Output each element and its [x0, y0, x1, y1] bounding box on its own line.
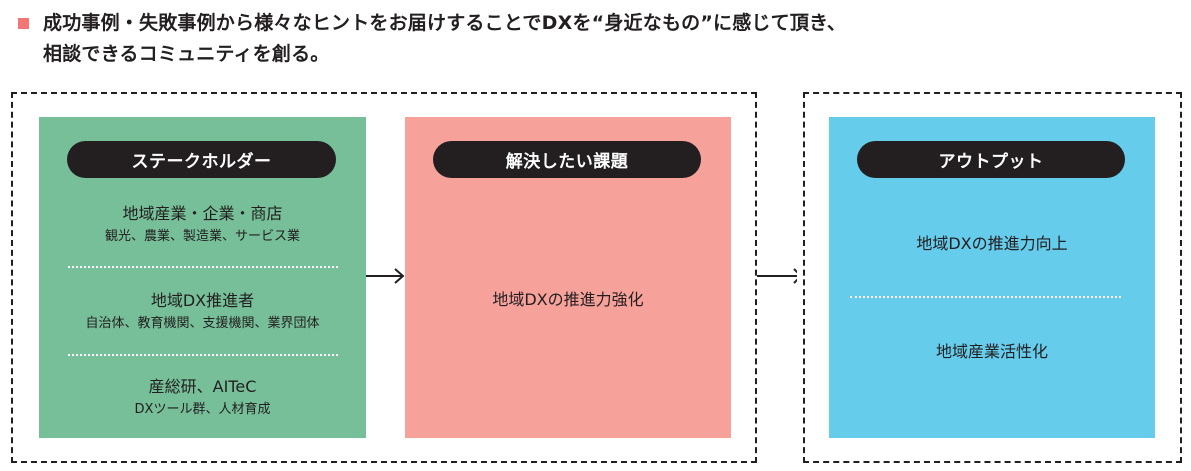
issue-item: 地域DXの推進力強化 [405, 289, 731, 311]
stakeholder-item-sub: 自治体、教育機関、支援機関、業界団体 [85, 316, 320, 331]
dotted-divider [850, 296, 1121, 298]
issue-panel: 解決したい課題 地域DXの推進力強化 [405, 117, 731, 438]
arrow-right-icon [757, 268, 797, 284]
stakeholder-title: ステークホルダー [67, 141, 336, 178]
issue-title: 解決したい課題 [433, 141, 701, 178]
output-item: 地域DXの推進力向上 [829, 233, 1155, 255]
stakeholder-item-main: 地域DX推進者 [150, 291, 255, 310]
output-item-main: 地域産業活性化 [935, 342, 1048, 361]
stakeholder-item: 地域産業・企業・商店 観光、農業、製造業、サービス業 [39, 203, 366, 247]
dotted-divider [68, 354, 338, 356]
stakeholder-item-main: 産総研、AITeC [148, 377, 257, 396]
output-item-main: 地域DXの推進力向上 [916, 234, 1068, 253]
stakeholder-panel: ステークホルダー 地域産業・企業・商店 観光、農業、製造業、サービス業 地域DX… [39, 117, 366, 438]
output-group-frame [803, 92, 1182, 463]
dotted-divider [68, 266, 338, 268]
stakeholder-item: 産総研、AITeC DXツール群、人材育成 [39, 376, 366, 420]
input-group-frame [11, 92, 757, 463]
output-item: 地域産業活性化 [829, 341, 1155, 363]
output-panel: アウトプット 地域DXの推進力向上 地域産業活性化 [829, 117, 1155, 438]
headline-line-2: 相談できるコミュニティを創る。 [43, 43, 330, 65]
output-title: アウトプット [857, 141, 1125, 178]
stakeholder-item-main: 地域産業・企業・商店 [122, 204, 283, 223]
stakeholder-item: 地域DX推進者 自治体、教育機関、支援機関、業界団体 [39, 290, 366, 334]
issue-item-main: 地域DXの推進力強化 [492, 290, 644, 309]
headline-line-1: 成功事例・失敗事例から様々なヒントをお届けすることでDXを“身近なもの”に感じて… [43, 12, 847, 34]
square-bullet-icon [18, 18, 29, 29]
stakeholder-item-sub: 観光、農業、製造業、サービス業 [104, 229, 300, 244]
stakeholder-item-sub: DXツール群、人材育成 [134, 402, 271, 417]
headline: 成功事例・失敗事例から様々なヒントをお届けすることでDXを“身近なもの”に感じて… [43, 8, 1143, 70]
arrow-right-icon [366, 268, 405, 284]
